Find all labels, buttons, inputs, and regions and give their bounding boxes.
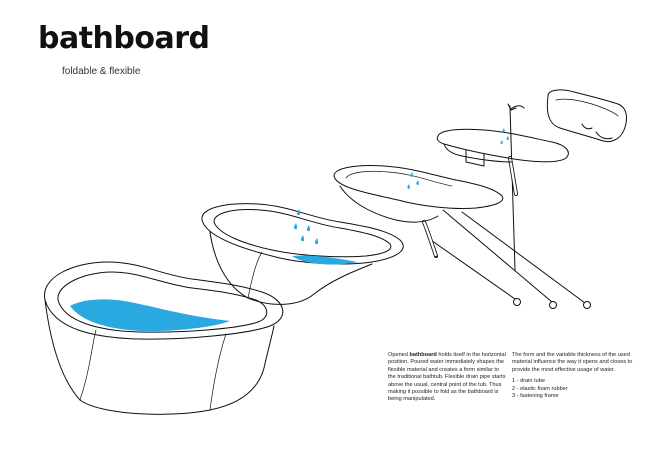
tub-3-body xyxy=(339,185,439,223)
description-prefix: Opened xyxy=(388,352,408,358)
water-drop-5 xyxy=(314,238,319,245)
legend-item-foam-rubber: 2 - elastic foam rubber xyxy=(512,385,568,392)
board-4-edge xyxy=(443,143,513,163)
description-right: The form and the variable thickness of t… xyxy=(512,352,634,400)
water-drop-3 xyxy=(306,225,311,232)
tub-1-inner-rim xyxy=(57,271,268,333)
legend-item-drain-tube: 1 - drain tube xyxy=(512,378,545,385)
tub-2-body xyxy=(209,231,373,305)
board-4-drain-box xyxy=(465,149,485,167)
fastening-frame xyxy=(546,89,627,143)
drain-pipe-2-inner xyxy=(422,220,438,258)
drain-pipe-3-inner xyxy=(508,156,518,196)
callout-1 xyxy=(513,298,521,306)
water-drop-2 xyxy=(293,223,298,230)
tub-2-rim xyxy=(201,203,404,265)
water-drop-11 xyxy=(500,140,503,145)
tub-stage-4-flat xyxy=(436,103,569,167)
tub-1-body-crease-2 xyxy=(209,333,227,411)
tub-1-rim xyxy=(44,261,284,340)
page-subtitle: foldable & flexible xyxy=(62,66,141,77)
leader-line-2 xyxy=(442,209,553,303)
frame-hook xyxy=(581,123,593,130)
water-drop-9 xyxy=(502,128,505,133)
water-drop-7 xyxy=(416,180,419,185)
water-drop-8 xyxy=(407,184,410,189)
tub-2-crease xyxy=(247,251,263,299)
board-4-water-drops xyxy=(500,128,509,145)
tub-stage-2-half-folded xyxy=(201,203,404,305)
parts-legend: 1 - drain tube 2 - elastic foam rubber 3… xyxy=(512,378,634,400)
frame-tab xyxy=(595,131,613,140)
frame-outline xyxy=(546,89,627,143)
tub-1-body-crease xyxy=(79,329,97,401)
frame-inner xyxy=(555,98,619,117)
tub-stage-3-closing xyxy=(333,165,504,223)
tub-2-water-drops xyxy=(293,209,319,245)
tub-1-water xyxy=(70,299,230,332)
page-title: bathboard xyxy=(38,21,210,56)
tub-2-inner-rim xyxy=(213,209,392,258)
water-drop-4 xyxy=(300,235,305,242)
board-4-top xyxy=(436,128,569,163)
water-drop-6 xyxy=(410,172,413,177)
water-drop-10 xyxy=(506,136,509,141)
description-left: Opened bathboard holds itself in the hor… xyxy=(388,352,506,404)
description-brand: bathboard xyxy=(409,352,437,358)
callout-2 xyxy=(549,301,557,309)
leader-lines xyxy=(427,105,586,304)
legend-item-fastening-frame: 3 - fastening frame xyxy=(512,393,559,400)
tub-3-inner xyxy=(345,170,453,187)
board-4-arrow-head xyxy=(507,103,517,111)
tub-stage-1-opened xyxy=(44,261,284,415)
tub-2-water xyxy=(292,255,358,265)
leader-line-4 xyxy=(461,211,586,304)
leader-line-1 xyxy=(427,237,516,300)
description-body: holds itself in the horizontal position.… xyxy=(388,352,506,403)
tub-3-water-drops xyxy=(407,172,419,189)
tub-1-body xyxy=(44,299,275,415)
callout-3 xyxy=(583,301,591,309)
description-right-body: The form and the variable thickness of t… xyxy=(512,352,633,373)
water-drop-1 xyxy=(296,209,301,216)
tub-3-rim xyxy=(333,165,504,209)
